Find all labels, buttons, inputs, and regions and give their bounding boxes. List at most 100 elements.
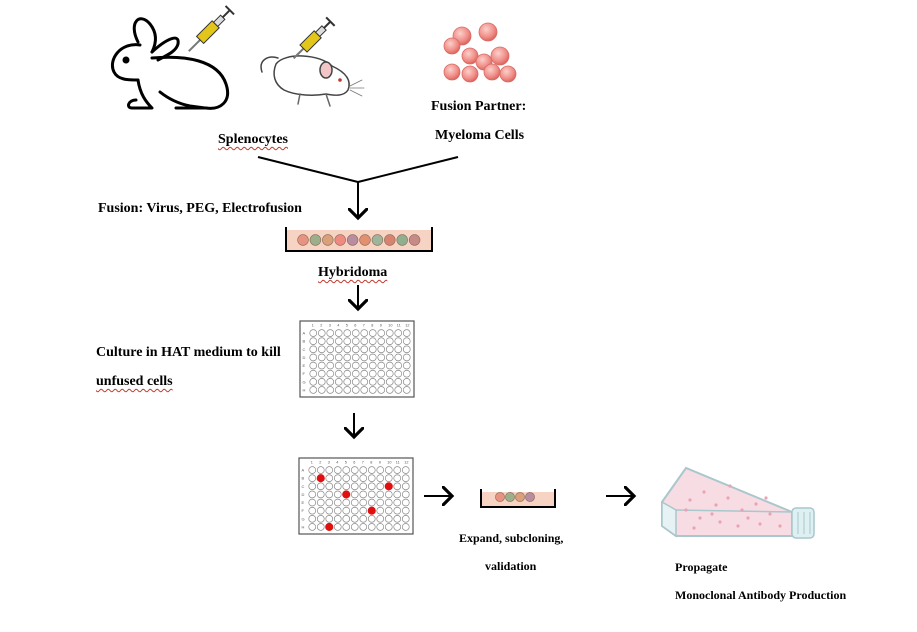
row-letter: G <box>303 379 306 384</box>
well <box>334 353 343 362</box>
well <box>309 337 318 346</box>
column-number: 5 <box>345 461 347 465</box>
well <box>359 474 368 483</box>
well <box>377 329 386 337</box>
well <box>316 498 325 507</box>
well <box>308 466 317 474</box>
well <box>402 361 411 370</box>
hybridoma-cell <box>297 234 309 246</box>
well <box>325 474 334 483</box>
flask-cell <box>702 490 706 494</box>
well <box>334 329 343 337</box>
well <box>326 353 335 362</box>
flask-cell <box>778 524 782 528</box>
well <box>351 353 360 362</box>
well <box>343 337 352 346</box>
flask-cell <box>746 516 750 520</box>
flask-cell <box>754 502 758 506</box>
flask-cell <box>684 508 688 512</box>
well <box>394 329 403 337</box>
merge-arrow <box>257 156 459 218</box>
well <box>317 378 326 386</box>
well <box>394 369 403 378</box>
row-letter: C <box>302 484 305 489</box>
column-number: 12 <box>404 461 408 465</box>
well <box>360 386 369 394</box>
well <box>376 490 385 499</box>
splenocytes-label: Splenocytes <box>218 132 288 147</box>
well <box>401 506 410 515</box>
flask-cell <box>718 520 722 524</box>
subclone-cell <box>505 492 515 502</box>
row-letter: H <box>302 524 305 529</box>
well <box>384 490 393 499</box>
well <box>317 386 326 394</box>
well <box>393 514 402 523</box>
well <box>342 523 351 531</box>
column-number: 11 <box>396 461 400 465</box>
well <box>325 490 334 499</box>
well <box>359 506 368 515</box>
well <box>377 386 386 394</box>
well <box>309 378 318 386</box>
column-number: 8 <box>371 324 373 328</box>
row-letter: B <box>303 339 306 344</box>
well <box>367 482 376 491</box>
well <box>342 514 351 523</box>
row-letter: A <box>302 468 305 473</box>
well <box>384 514 393 523</box>
well <box>343 369 352 378</box>
flask-cell <box>758 522 762 526</box>
well <box>360 345 369 354</box>
well <box>343 345 352 354</box>
well <box>402 337 411 346</box>
petri-dish-icon <box>285 227 433 252</box>
well <box>360 378 369 386</box>
well <box>317 345 326 354</box>
syringe-icon <box>292 16 336 60</box>
well <box>308 490 317 499</box>
well <box>351 378 360 386</box>
well <box>325 466 334 474</box>
well <box>367 514 376 523</box>
well <box>394 345 403 354</box>
well <box>350 506 359 515</box>
monoclonal-label: Monoclonal Antibody Production <box>675 588 847 602</box>
well <box>359 466 368 474</box>
well <box>376 474 385 483</box>
column-number: 9 <box>379 461 381 465</box>
column-number: 3 <box>328 461 330 465</box>
flask-cell <box>736 524 740 528</box>
well <box>350 498 359 507</box>
well <box>360 369 369 378</box>
well <box>343 353 352 362</box>
column-number: 11 <box>397 324 401 328</box>
column-number: 3 <box>329 324 331 328</box>
well <box>334 337 343 346</box>
well <box>402 386 411 394</box>
well <box>342 506 351 515</box>
well <box>402 329 411 337</box>
well <box>342 466 351 474</box>
hybridoma-cell <box>346 234 359 246</box>
well <box>402 345 411 354</box>
flask-cell <box>728 484 732 488</box>
row-letter: C <box>303 347 306 352</box>
well <box>342 482 351 491</box>
well <box>368 345 377 354</box>
column-number: 2 <box>320 324 322 328</box>
well <box>308 498 317 507</box>
well <box>333 482 342 491</box>
well <box>402 369 411 378</box>
well <box>351 337 360 346</box>
well <box>333 514 342 523</box>
hybridoma-label: Hybridoma <box>318 265 388 280</box>
well <box>385 337 394 346</box>
well <box>308 514 317 523</box>
positive-well <box>325 522 334 531</box>
well <box>325 506 334 515</box>
well <box>333 523 342 531</box>
flask-cell <box>688 498 692 502</box>
